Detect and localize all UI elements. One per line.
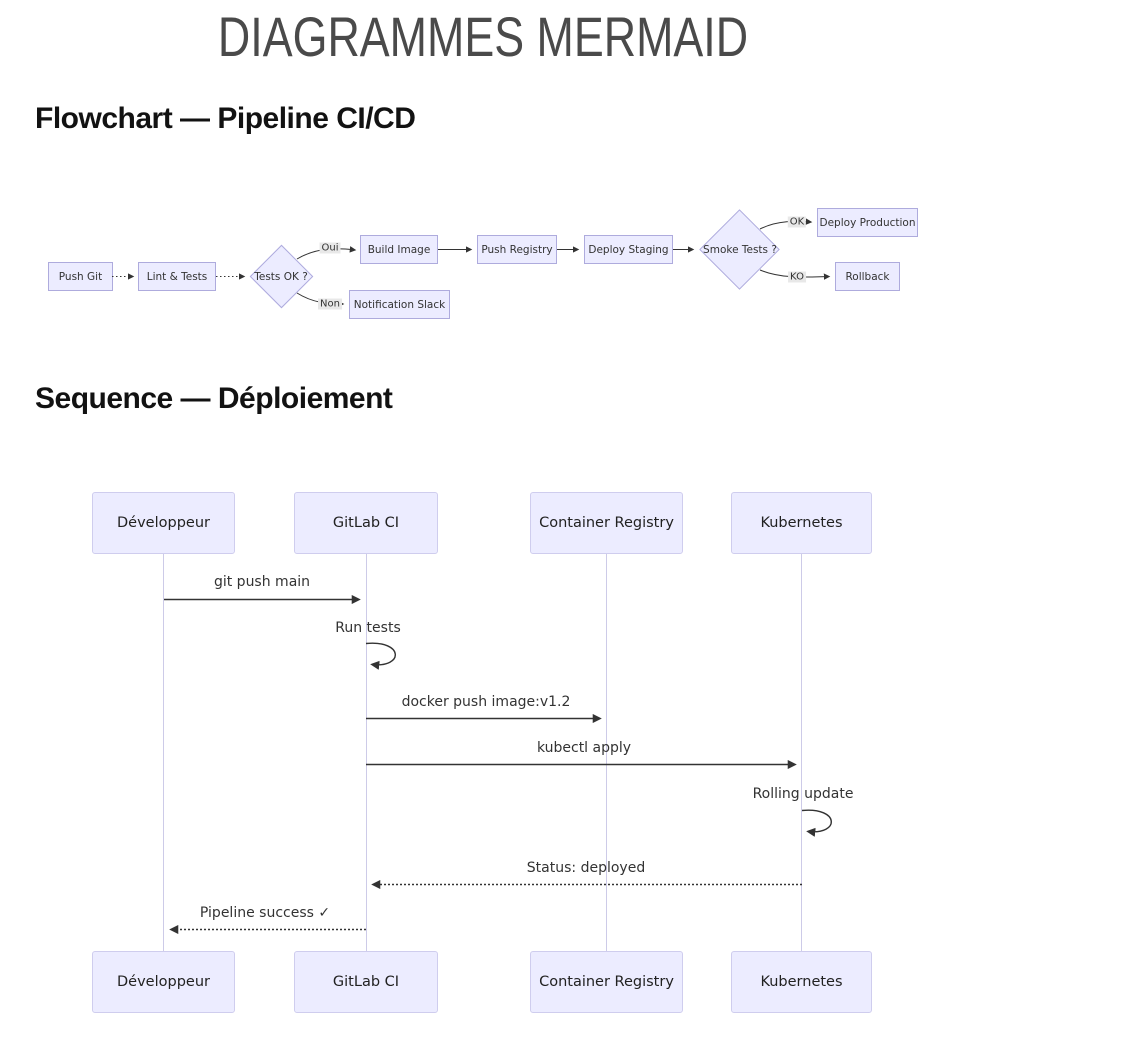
message-run-tests: Run tests — [335, 620, 401, 636]
actor-top-kubernetes: Kubernetes — [731, 492, 872, 554]
message-pipeline-success: Pipeline success ✓ — [199, 905, 331, 921]
flowchart-decision-smoke-tests-label: Smoke Tests ? — [703, 244, 777, 256]
lifeline-developpeur — [163, 554, 164, 951]
actor-bottom-developpeur: Développeur — [92, 951, 235, 1013]
flowchart-node-lint-tests: Lint & Tests — [138, 262, 216, 291]
flowchart-node-push-git: Push Git — [48, 262, 113, 291]
message-rolling-update: Rolling update — [752, 786, 854, 802]
flowchart-node-notification-slack: Notification Slack — [349, 290, 450, 319]
flowchart-node-build-image: Build Image — [360, 235, 438, 264]
actor-bottom-kubernetes: Kubernetes — [731, 951, 872, 1013]
edge-label-oui: Oui — [319, 242, 341, 254]
actor-bottom-gitlab-ci: GitLab CI — [294, 951, 438, 1013]
lifeline-container-registry — [606, 554, 607, 951]
actor-bottom-container-registry: Container Registry — [530, 951, 683, 1013]
flowchart-node-deploy-staging: Deploy Staging — [584, 235, 673, 264]
flowchart-node-rollback: Rollback — [835, 262, 900, 291]
message-status-deployed: Status: deployed — [526, 860, 646, 876]
flowchart-heading: Flowchart — Pipeline CI/CD — [35, 102, 416, 135]
lifeline-kubernetes — [801, 554, 802, 951]
actor-top-developpeur: Développeur — [92, 492, 235, 554]
flowchart-node-deploy-production: Deploy Production — [817, 208, 918, 237]
sequence-heading: Sequence — Déploiement — [35, 382, 393, 415]
edge-label-ko: KO — [788, 271, 806, 283]
edge-label-non: Non — [318, 298, 342, 310]
lifeline-gitlab-ci — [366, 554, 367, 951]
actor-top-gitlab-ci: GitLab CI — [294, 492, 438, 554]
arrow-rolling-update-selfloop — [801, 809, 832, 837]
flowchart-node-push-registry: Push Registry — [477, 235, 557, 264]
message-git-push-main: git push main — [213, 574, 311, 590]
edge-label-ok: OK — [787, 216, 807, 228]
message-docker-push: docker push image:v1.2 — [401, 694, 571, 710]
flowchart-decision-tests-ok-label: Tests OK ? — [254, 271, 308, 283]
arrow-run-tests-selfloop — [365, 642, 396, 670]
message-kubectl-apply: kubectl apply — [536, 740, 632, 756]
page-title: DIAGRAMMES MERMAID — [217, 5, 749, 68]
actor-top-container-registry: Container Registry — [530, 492, 683, 554]
